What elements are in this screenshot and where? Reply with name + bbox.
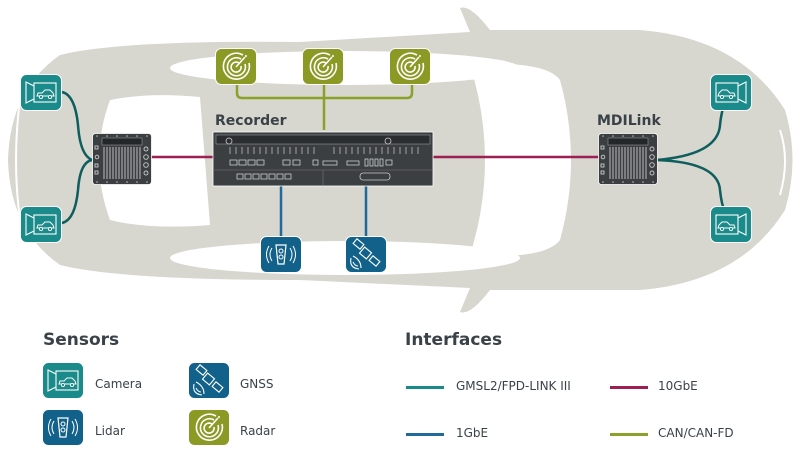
camera-sensor-rear-right (710, 206, 752, 243)
lidar-sensor (260, 236, 302, 273)
1gbe-line-swatch (406, 433, 444, 436)
gmsl-line-swatch (406, 386, 444, 389)
camera-sensor-front-right (20, 206, 62, 243)
camera-sensor-rear-left (710, 74, 752, 111)
mdilink-device-front (92, 133, 152, 185)
radar-sensor-2 (302, 48, 344, 85)
vehicle-architecture-diagram: Recorder MDILink (8, 7, 793, 313)
radar-icon (188, 409, 230, 446)
legend-1gbe-label: 1GbE (456, 426, 489, 440)
mdilink-label: MDILink (597, 113, 661, 129)
interfaces-legend-title: Interfaces (405, 330, 503, 350)
can-bus-lines (235, 85, 414, 130)
sensors-legend-title: Sensors (43, 330, 120, 350)
camera-sensor-front-left (20, 74, 62, 111)
gnss-sensor (345, 236, 387, 273)
recorder-device (212, 131, 434, 187)
recorder-label: Recorder (215, 113, 287, 129)
satellite-icon (188, 362, 230, 399)
radar-sensor-1 (215, 48, 257, 85)
radar-sensor-3 (389, 48, 431, 85)
10gbe-line-swatch (610, 386, 648, 389)
can-line-swatch (610, 433, 648, 436)
legend-gmsl-label: GMSL2/FPD-LINK III (456, 379, 571, 393)
legend-can-label: CAN/CAN-FD (658, 426, 734, 440)
lidar-icon (42, 409, 84, 446)
legend-10gbe-label: 10GbE (658, 379, 698, 393)
legend-radar-label: Radar (240, 424, 276, 438)
legend-camera-label: Camera (95, 377, 143, 391)
legend-gnss-label: GNSS (240, 377, 274, 391)
legend-lidar-label: Lidar (95, 424, 125, 438)
1gbe-lines (279, 185, 368, 236)
camera-icon (42, 362, 84, 399)
mdilink-device-rear (598, 133, 658, 185)
